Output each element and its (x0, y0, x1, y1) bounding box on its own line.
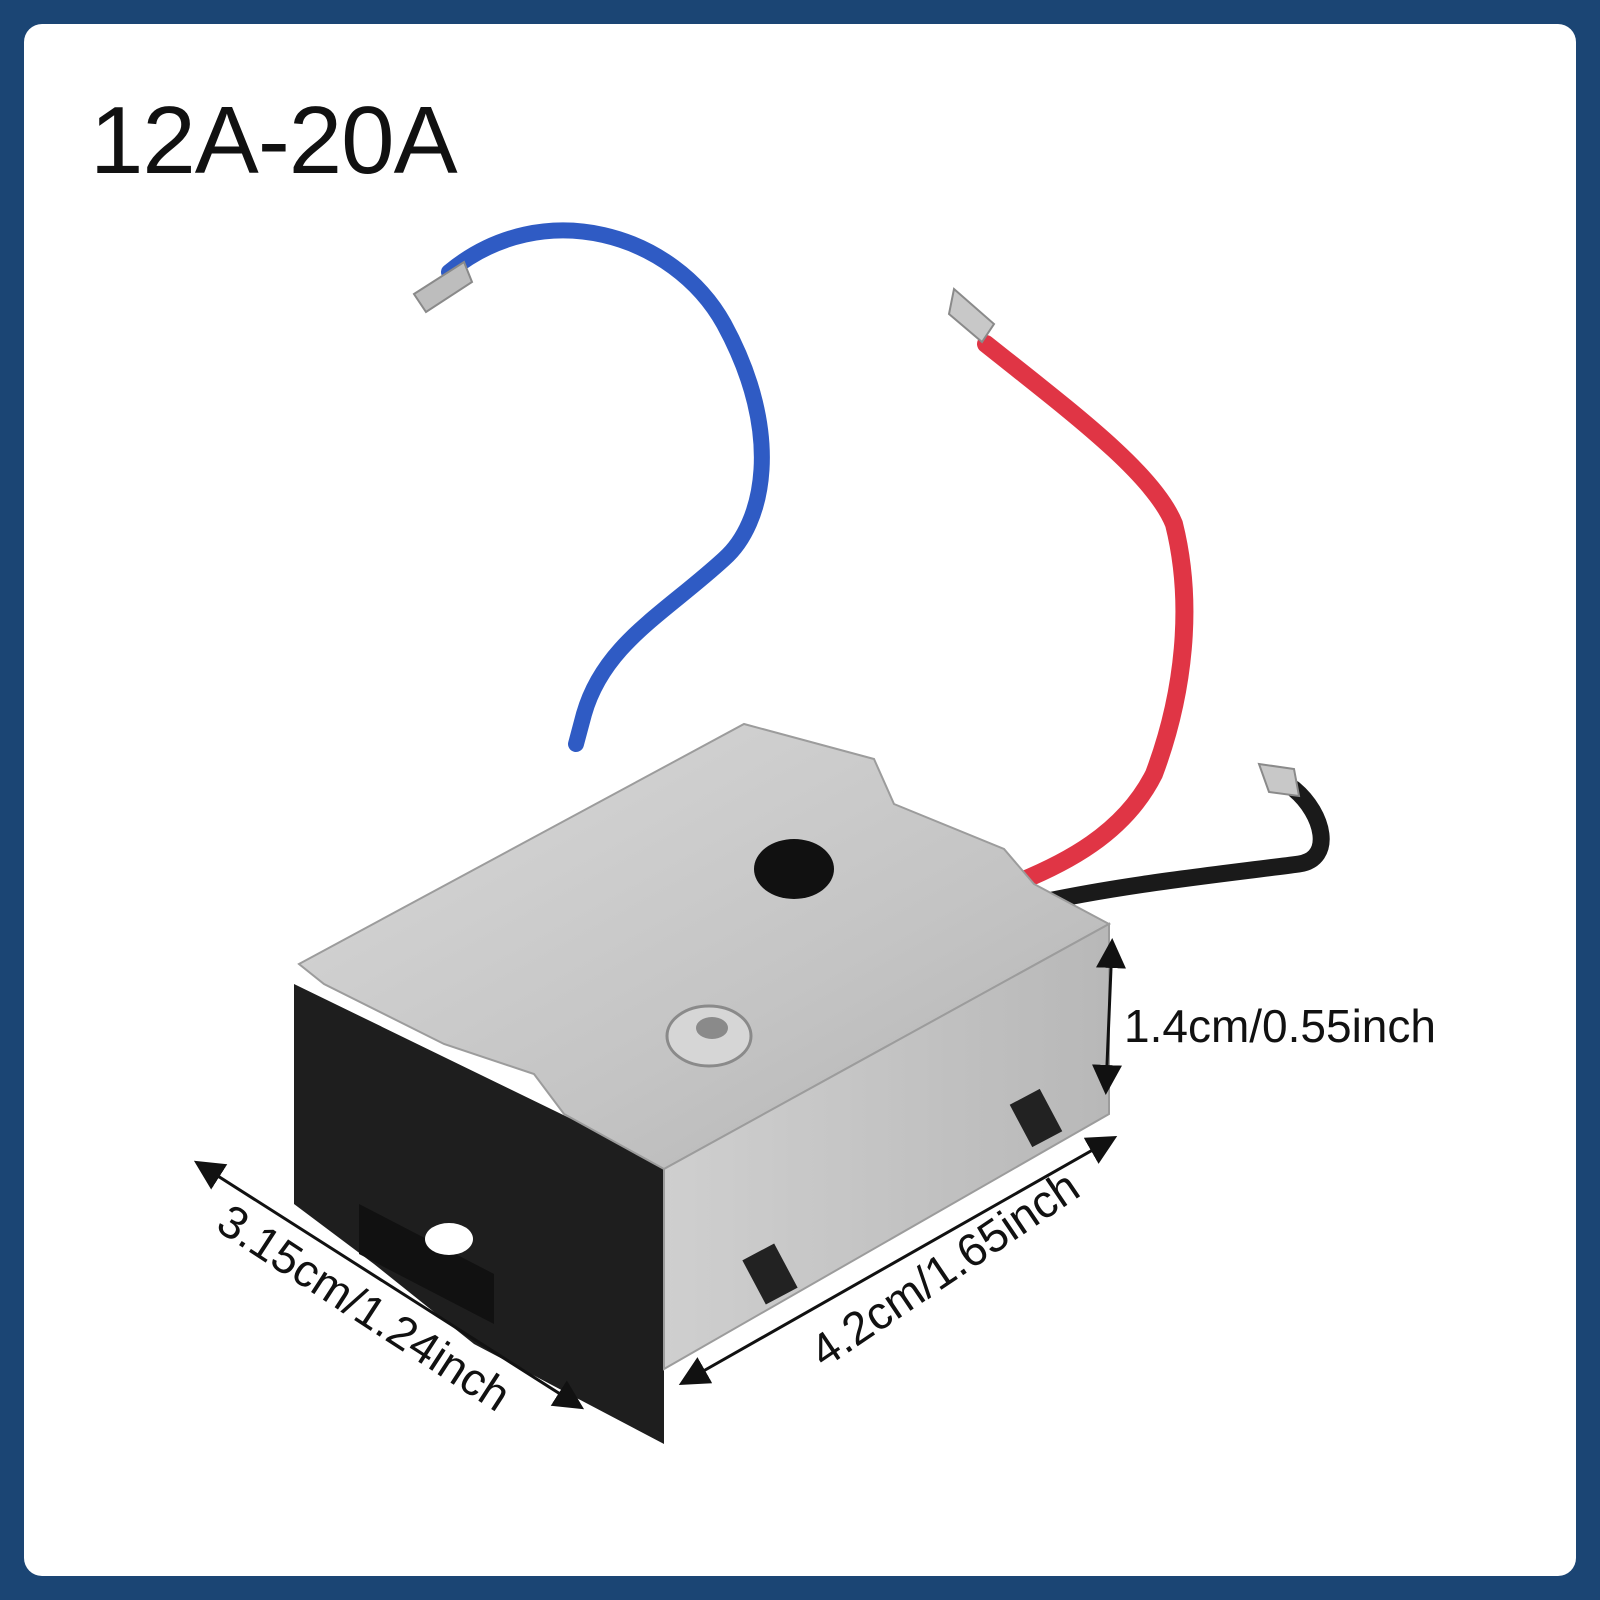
length-dimension-arrow (678, 1136, 1118, 1385)
front-slot-right (1009, 1088, 1063, 1148)
width-dimension-arrow (193, 1160, 585, 1410)
current-rating-title: 12A-20A (90, 87, 458, 194)
height-dimension-label: 1.4cm/0.55inch (1124, 1000, 1436, 1052)
product-illustration: 1.4cm/0.55inch 4.2cm/1.65inch 3.15cm/1.2… (193, 222, 1436, 1444)
red-wire (947, 287, 1194, 893)
blue-wire (412, 222, 770, 752)
mounting-hole (425, 1223, 473, 1255)
screw-icon (665, 1004, 753, 1068)
black-wire (1025, 762, 1330, 913)
product-image-frame: 12A-20A (24, 24, 1576, 1576)
adjustment-hole (754, 839, 834, 899)
height-dimension-arrow (1092, 938, 1126, 1095)
